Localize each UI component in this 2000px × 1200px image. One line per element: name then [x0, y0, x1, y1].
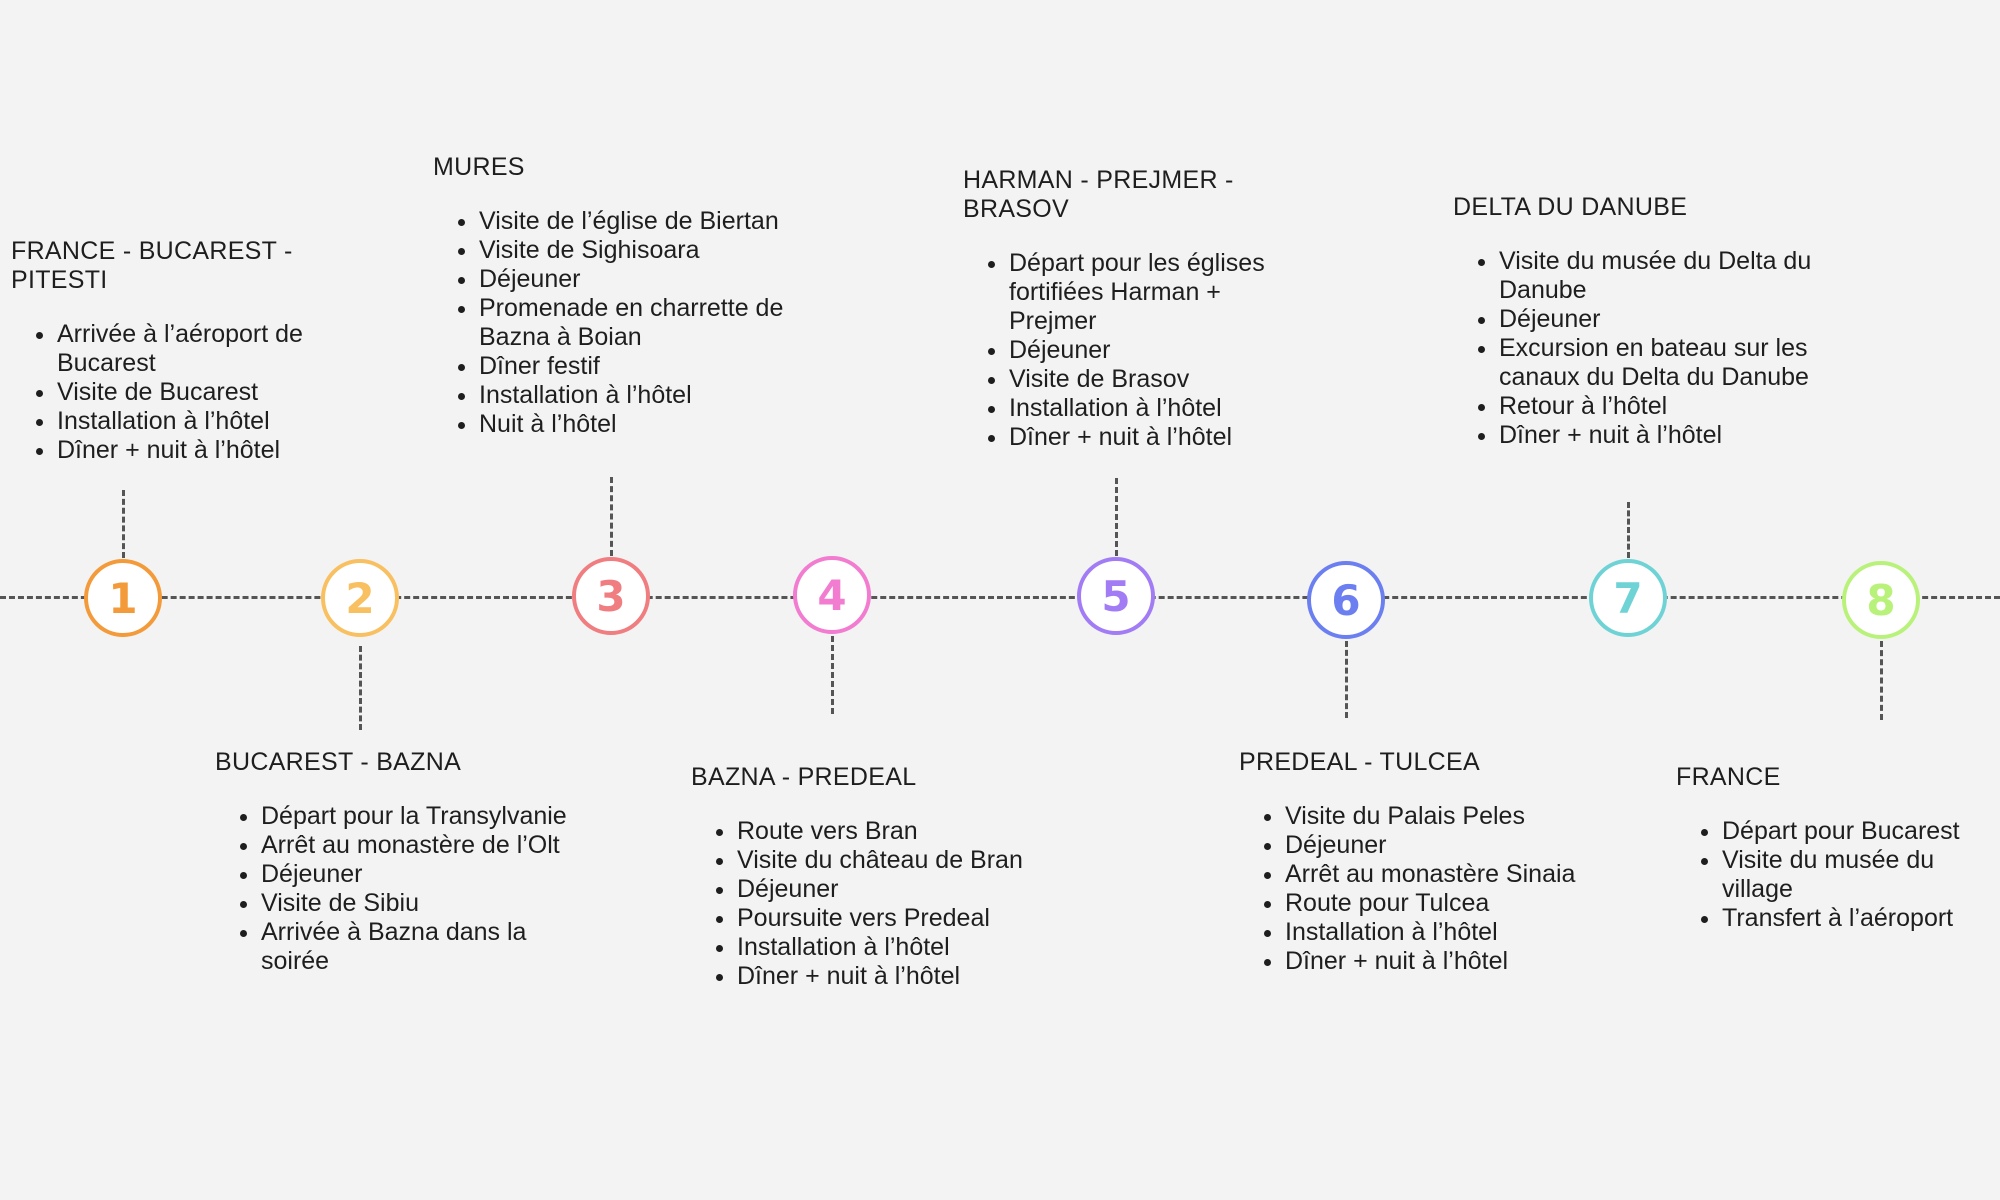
step-6-details: PREDEAL - TULCEA Visite du Palais PelesDé…: [1239, 748, 1579, 976]
step-8-node: 8: [1842, 561, 1920, 639]
activity-item: Déjeuner: [737, 875, 1031, 904]
activity-list: Visite du Palais PelesDéjeunerArrêt au m…: [1239, 802, 1579, 976]
connector-line: [1345, 641, 1348, 718]
activity-item: Route vers Bran: [737, 817, 1031, 846]
step-5-details: HARMAN - PREJMER - BRASOV Départ pour les…: [963, 166, 1273, 452]
activity-item: Déjeuner: [1499, 305, 1823, 334]
step-7-node: 7: [1589, 559, 1667, 637]
activity-item: Installation à l’hôtel: [479, 381, 833, 410]
step-number: 7: [1613, 573, 1643, 623]
connector-line: [122, 490, 125, 558]
activity-item: Dîner + nuit à l’hôtel: [1285, 947, 1579, 976]
activity-item: Dîner + nuit à l’hôtel: [57, 436, 311, 465]
step-6-node: 6: [1307, 561, 1385, 639]
activity-item: Arrivée à l’aéroport de Bucarest: [57, 320, 311, 378]
activity-list: Départ pour les églises fortifiées Harma…: [963, 249, 1273, 452]
activity-list: Départ pour la TransylvanieArrêt au mona…: [215, 802, 575, 976]
activity-item: Arrivée à Bazna dans la soirée: [261, 918, 575, 976]
step-2-node: 2: [321, 559, 399, 637]
step-3-details: MURES Visite de l’église de BiertanVisite…: [433, 153, 833, 439]
step-title: BAZNA - PREDEAL: [691, 763, 917, 791]
activity-item: Visite du musée du Delta du Danube: [1499, 247, 1823, 305]
step-title: DELTA DU DANUBE: [1453, 193, 1688, 221]
step-title: PREDEAL - TULCEA: [1239, 748, 1480, 776]
connector-line: [831, 636, 834, 714]
activity-item: Visite de Bucarest: [57, 378, 311, 407]
step-title: FRANCE - BUCAREST - PITESTI: [11, 237, 293, 294]
connector-line: [1115, 478, 1118, 556]
activity-item: Dîner + nuit à l’hôtel: [737, 962, 1031, 991]
activity-item: Dîner + nuit à l’hôtel: [1009, 423, 1273, 452]
activity-item: Visite du château de Bran: [737, 846, 1031, 875]
activity-item: Excursion en bateau sur les canaux du De…: [1499, 334, 1823, 392]
step-title: FRANCE: [1676, 763, 1781, 791]
activity-item: Dîner + nuit à l’hôtel: [1499, 421, 1823, 450]
step-title: MURES: [433, 153, 525, 181]
activity-list: Départ pour BucarestVisite du musée du v…: [1676, 817, 1996, 933]
activity-item: Installation à l’hôtel: [57, 407, 311, 436]
step-8-details: FRANCE Départ pour BucarestVisite du musé…: [1676, 763, 1996, 933]
activity-list: Visite du musée du Delta du DanubeDéjeun…: [1453, 247, 1823, 450]
connector-line: [359, 646, 362, 730]
connector-line: [1627, 502, 1630, 558]
activity-item: Déjeuner: [1285, 831, 1579, 860]
activity-item: Retour à l’hôtel: [1499, 392, 1823, 421]
step-7-details: DELTA DU DANUBE Visite du musée du Delta …: [1453, 193, 1823, 450]
step-number: 8: [1866, 575, 1896, 625]
connector-line: [610, 477, 613, 556]
activity-item: Déjeuner: [261, 860, 575, 889]
step-number: 4: [817, 570, 847, 620]
activity-list: Arrivée à l’aéroport de BucarestVisite d…: [11, 320, 311, 465]
activity-item: Arrêt au monastère Sinaia: [1285, 860, 1579, 889]
step-number: 5: [1101, 571, 1131, 621]
activity-item: Promenade en charrette de Bazna à Boian: [479, 294, 833, 352]
step-title: BUCAREST - BAZNA: [215, 748, 462, 776]
activity-item: Visite de Sighisoara: [479, 236, 833, 265]
activity-item: Visite de Brasov: [1009, 365, 1273, 394]
activity-item: Installation à l’hôtel: [1009, 394, 1273, 423]
activity-item: Déjeuner: [479, 265, 833, 294]
step-title: HARMAN - PREJMER - BRASOV: [963, 166, 1234, 223]
step-1-node: 1: [84, 559, 162, 637]
activity-item: Départ pour les églises fortifiées Harma…: [1009, 249, 1273, 336]
activity-item: Installation à l’hôtel: [1285, 918, 1579, 947]
activity-item: Dîner festif: [479, 352, 833, 381]
step-number: 6: [1331, 575, 1361, 625]
timeline-axis: [0, 596, 2000, 599]
step-number: 2: [345, 573, 375, 623]
activity-item: Visite de Sibiu: [261, 889, 575, 918]
step-number: 3: [596, 571, 626, 621]
activity-item: Poursuite vers Predeal: [737, 904, 1031, 933]
step-2-details: BUCAREST - BAZNA Départ pour la Transylva…: [215, 748, 575, 976]
activity-item: Installation à l’hôtel: [737, 933, 1031, 962]
activity-item: Visite du musée du village: [1722, 846, 1996, 904]
step-3-node: 3: [572, 557, 650, 635]
step-4-details: BAZNA - PREDEAL Route vers BranVisite du …: [691, 763, 1031, 991]
step-1-details: FRANCE - BUCAREST - PITESTI Arrivée à l’a…: [11, 237, 311, 465]
connector-line: [1880, 641, 1883, 720]
activity-item: Déjeuner: [1009, 336, 1273, 365]
activity-item: Visite du Palais Peles: [1285, 802, 1579, 831]
step-number: 1: [108, 573, 138, 623]
activity-item: Route pour Tulcea: [1285, 889, 1579, 918]
activity-item: Transfert à l’aéroport: [1722, 904, 1996, 933]
activity-list: Route vers BranVisite du château de Bran…: [691, 817, 1031, 991]
step-4-node: 4: [793, 556, 871, 634]
activity-item: Visite de l’église de Biertan: [479, 207, 833, 236]
activity-item: Nuit à l’hôtel: [479, 410, 833, 439]
activity-item: Départ pour Bucarest: [1722, 817, 1996, 846]
step-5-node: 5: [1077, 557, 1155, 635]
activity-item: Arrêt au monastère de l’Olt: [261, 831, 575, 860]
activity-list: Visite de l’église de BiertanVisite de S…: [433, 207, 833, 439]
activity-item: Départ pour la Transylvanie: [261, 802, 575, 831]
